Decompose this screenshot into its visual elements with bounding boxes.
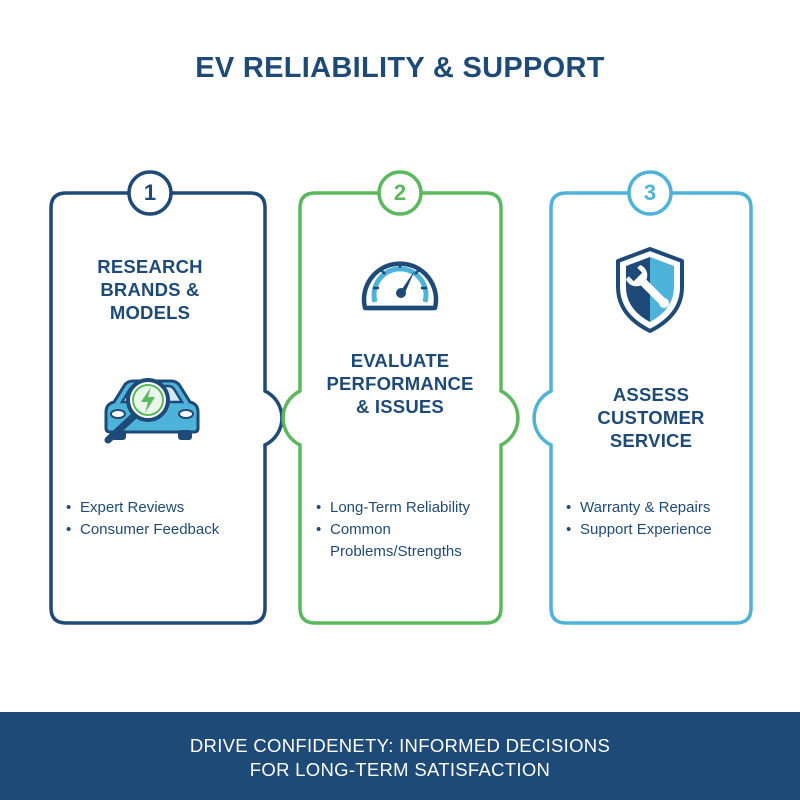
- step-badge-2: [377, 170, 423, 216]
- page-title: EV RELIABILITY & SUPPORT: [195, 52, 605, 84]
- list-item: Support Experience: [566, 519, 746, 541]
- step-number-2: 2: [393, 180, 407, 205]
- footer-banner: DRIVE CONFIDENETY: INFORMED DECISIONS FO…: [0, 712, 800, 800]
- shield-wrench-icon: [616, 247, 684, 333]
- step-1-bullets: Expert Reviews Consumer Feedback: [66, 497, 251, 541]
- step-number-3: 3: [643, 180, 657, 205]
- step-card-3-outline: [532, 191, 753, 625]
- list-item: Long-Term Reliability: [316, 497, 496, 519]
- car-magnifier-icon: [104, 378, 200, 444]
- step-heading-2: EVALUATE PERFORMANCE & ISSUES: [326, 350, 474, 417]
- step-card-2-outline: [281, 191, 520, 625]
- step-heading-3: ASSESS CUSTOMER SERVICE: [597, 384, 705, 451]
- list-item: Consumer Feedback: [66, 519, 251, 541]
- list-item: Problems/Strengths: [330, 543, 462, 560]
- list-item: Common: [316, 519, 496, 541]
- step-badge-1: [127, 170, 173, 216]
- step-2-bullets: Long-Term Reliability Common Problems/St…: [316, 497, 496, 563]
- step-heading-1: RESEARCH BRANDS & MODELS: [97, 256, 203, 323]
- list-item: Expert Reviews: [66, 497, 251, 519]
- footer-line-1: DRIVE CONFIDENETY: INFORMED DECISIONS: [189, 735, 611, 756]
- step-number-1: 1: [143, 180, 157, 205]
- speedometer-icon: [361, 261, 439, 311]
- step-badge-3: [627, 170, 673, 216]
- step-3-bullets: Warranty & Repairs Support Experience: [566, 497, 746, 541]
- step-card-1-outline: [49, 191, 284, 625]
- footer-line-2: FOR LONG-TERM SATISFACTION: [249, 759, 551, 780]
- list-item: Warranty & Repairs: [566, 497, 746, 519]
